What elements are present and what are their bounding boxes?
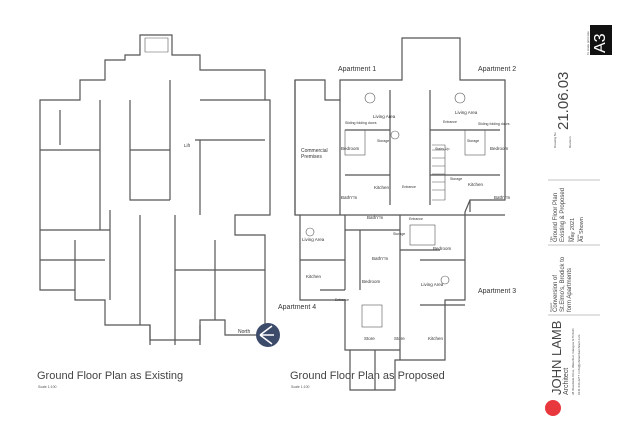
room-label: Storage bbox=[450, 177, 463, 181]
room-label: Entrance bbox=[335, 298, 350, 302]
room-label: Entrance bbox=[402, 185, 417, 189]
room-label: Living Area bbox=[302, 237, 325, 242]
apartment-4-label: Apartment 4 bbox=[278, 304, 317, 311]
room-label: Bedroom bbox=[433, 246, 452, 251]
room-label: Living Area bbox=[373, 114, 396, 119]
architect-logo bbox=[545, 400, 561, 416]
room-label: Commercial Premises bbox=[301, 148, 328, 160]
existing-plan bbox=[39, 34, 271, 345]
room-label: Kitchen bbox=[428, 336, 444, 341]
existing-plan-title: Ground Floor Plan as Existing bbox=[37, 370, 184, 382]
title-line: Existing & Proposed bbox=[560, 187, 566, 242]
north-label: North bbox=[238, 329, 251, 335]
title-block-lines bbox=[548, 179, 600, 316]
sheet-size: A3 bbox=[592, 33, 609, 53]
room-label: Store bbox=[394, 336, 405, 341]
north-arrow bbox=[256, 323, 280, 347]
room-label: Storage bbox=[467, 139, 480, 143]
proposed-plan-title: Ground Floor Plan as Proposed bbox=[290, 370, 445, 382]
room-label: Bath'r'm bbox=[367, 215, 384, 220]
scale-value: As Shown bbox=[579, 217, 585, 242]
drawing-number: 21.06.03 bbox=[555, 71, 572, 130]
room-label: Bedroom bbox=[341, 146, 360, 151]
proposed-plan bbox=[294, 37, 506, 391]
project-line: Conversion of bbox=[553, 274, 559, 312]
room-label: Entrance bbox=[443, 120, 458, 124]
architect-address: 38 Woodside Drive, Waterfoot, Glasgow G7… bbox=[571, 328, 575, 395]
room-label: Storage bbox=[377, 139, 390, 143]
proposed-plan-scale: Scale 1:100 bbox=[291, 385, 310, 389]
room-label: Kitchen bbox=[374, 185, 390, 190]
room-label: Store bbox=[364, 336, 375, 341]
room-label: Kitchen bbox=[468, 182, 484, 187]
room-label: Kitchen bbox=[306, 274, 322, 279]
room-label: Sliding folding doors bbox=[345, 121, 377, 125]
title-line: Ground Floor Plan bbox=[553, 192, 559, 242]
room-label: Entrance bbox=[409, 217, 424, 221]
existing-plan-scale: Scale 1:100 bbox=[38, 385, 57, 389]
room-label: Bedroom bbox=[490, 146, 509, 151]
project-line: form Apartments bbox=[567, 267, 573, 312]
architect-name: JOHN LAMB bbox=[549, 320, 564, 395]
revision-label: Revision bbox=[568, 136, 572, 148]
project-line: St.Elmo's, Brodick to bbox=[560, 256, 566, 312]
room-label: Living Area bbox=[455, 110, 478, 115]
room-label: Bath'r'm bbox=[372, 256, 389, 261]
room-label: Living Area bbox=[421, 282, 444, 287]
room-label: Storage bbox=[393, 232, 406, 236]
apartment-3-label: Apartment 3 bbox=[478, 288, 517, 295]
architect-subtitle: Architect bbox=[563, 367, 570, 395]
room-label: Bath'r'm bbox=[494, 195, 511, 200]
apartment-2-label: Apartment 2 bbox=[478, 66, 517, 73]
sheet-size-badge: A3 bbox=[590, 25, 612, 55]
drawing-no-label: Drawing No bbox=[553, 132, 557, 148]
room-label: Stairs Up bbox=[435, 147, 450, 151]
architect-contact: 0141 644 2277 / info@johnlambarchitect.c… bbox=[577, 334, 581, 395]
room-label: Bedroom bbox=[362, 279, 381, 284]
room-label: Bath'r'm bbox=[341, 195, 358, 200]
apartment-1-label: Apartment 1 bbox=[338, 66, 377, 73]
room-label: Sliding folding doors bbox=[478, 122, 510, 126]
lift-label: Lift bbox=[184, 143, 191, 148]
